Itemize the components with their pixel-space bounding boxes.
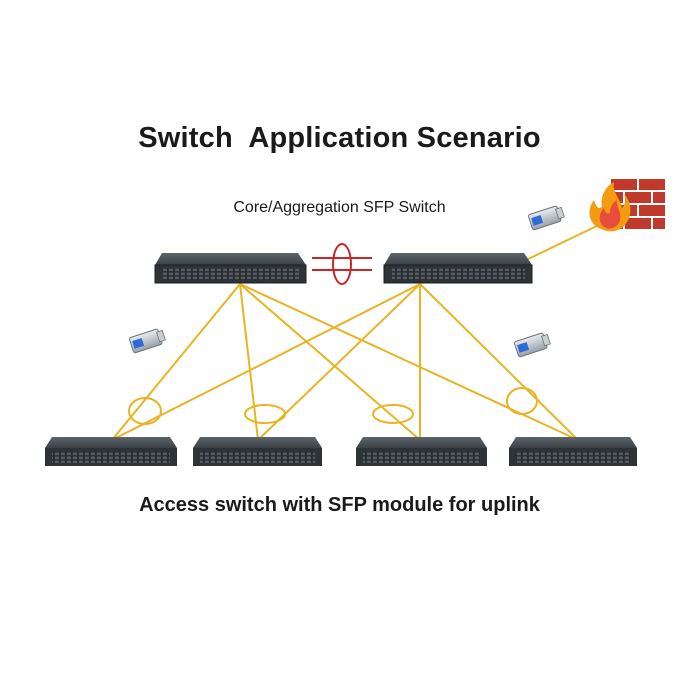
uplink-line [239, 283, 421, 441]
uplink-line [257, 283, 421, 441]
stack-link [312, 243, 372, 285]
aggregation-ring [506, 387, 538, 415]
core-switch-left [154, 253, 307, 284]
sfp-module-icon [129, 328, 166, 354]
access-switch-4 [509, 437, 637, 466]
access-switch-2 [193, 437, 322, 466]
aggregation-ring [128, 397, 162, 425]
network-switch-icon [154, 264, 307, 284]
access-switch-3 [356, 437, 487, 466]
access-switch-caption: Access switch with SFP module for uplink [139, 494, 540, 516]
link-aggregation-rings [128, 387, 538, 425]
uplink-line [111, 283, 421, 441]
diagram-title: Switch Application Scenario [138, 122, 541, 154]
uplink-line [111, 283, 241, 441]
sfp-module-icon [528, 205, 565, 231]
firewall-icon [589, 177, 667, 232]
uplink-line [419, 283, 579, 441]
network-switch-icon [383, 264, 533, 284]
access-switch-1 [45, 437, 177, 466]
uplink-line [239, 283, 579, 441]
core-switch-right [383, 253, 533, 284]
aggregation-ring [244, 404, 286, 424]
firewall-uplink-line [521, 221, 606, 263]
core-switch-label: Core/Aggregation SFP Switch [233, 199, 446, 216]
aggregation-ring [372, 404, 414, 424]
uplink-line [239, 283, 259, 441]
sfp-module-icon [514, 332, 551, 358]
